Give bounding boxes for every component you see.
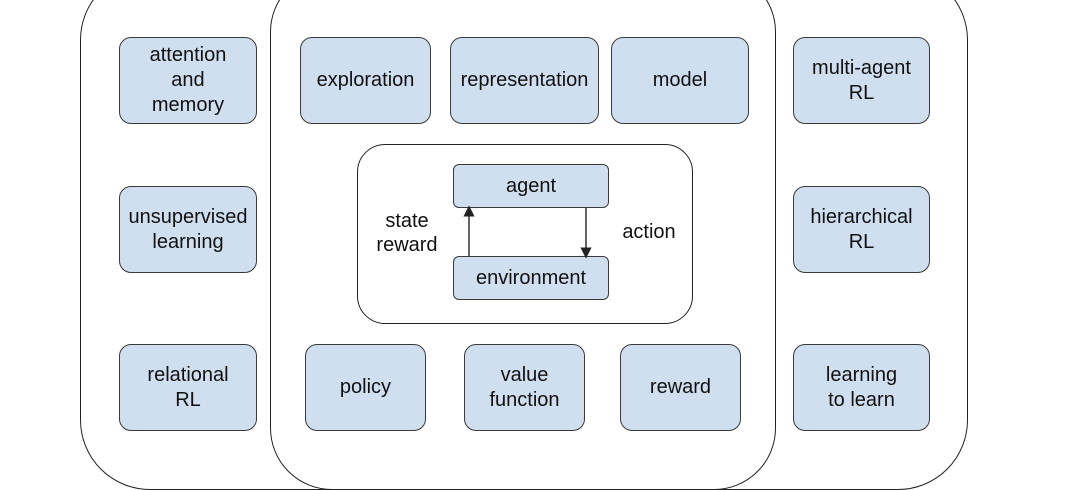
agent-box: agent <box>453 164 609 208</box>
hierarchical-rl-box: hierarchical RL <box>793 186 930 273</box>
representation-box: representation <box>450 37 599 124</box>
relational-rl-box: relational RL <box>119 344 257 431</box>
action-label: action <box>622 221 676 243</box>
state-reward-label: state reward <box>376 210 438 256</box>
model-box: model <box>611 37 749 124</box>
multi-agent-rl-box: multi-agent RL <box>793 37 930 124</box>
learning-to-learn-box: learning to learn <box>793 344 930 431</box>
attention-memory-box: attention and memory <box>119 37 257 124</box>
unsupervised-learning-box: unsupervised learning <box>119 186 257 273</box>
rl-concept-diagram: attention and memory unsupervised learni… <box>80 0 968 490</box>
exploration-box: exploration <box>300 37 431 124</box>
reward-box: reward <box>620 344 741 431</box>
value-function-box: value function <box>464 344 585 431</box>
environment-box: environment <box>453 256 609 300</box>
policy-box: policy <box>305 344 426 431</box>
